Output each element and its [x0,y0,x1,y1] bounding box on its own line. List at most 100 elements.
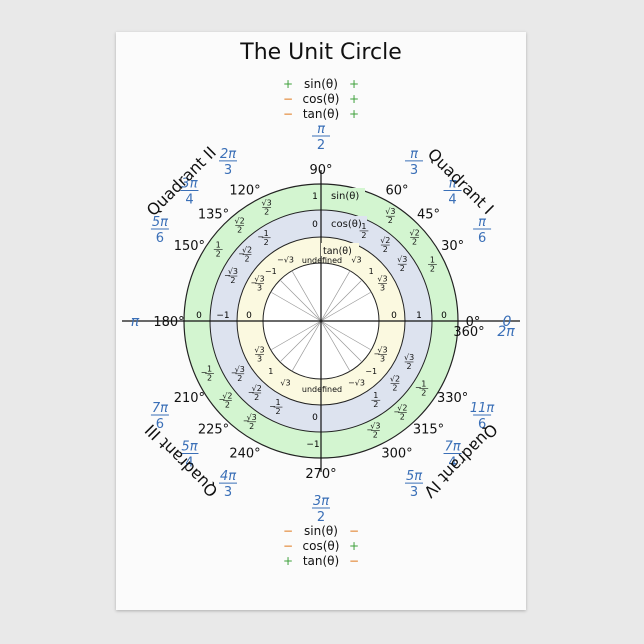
svg-text:√2: √2 [235,216,245,225]
angle-labels: 0°030°π645°π460°π390°π2120°2π3135°3π4150… [131,122,515,525]
degree-label-0: 0° [466,315,481,330]
svg-text:√3: √3 [397,255,407,264]
radian-label-120: 2π3 [219,147,237,178]
svg-text:1: 1 [421,379,426,388]
radian-label-210: 7π6 [150,401,169,432]
spoke-210 [270,320,322,351]
svg-text:1: 1 [216,241,221,250]
spoke-60 [320,270,351,322]
svg-text:√3: √3 [377,346,387,355]
degree-label-90: 90° [309,163,332,178]
undefined-label-bottom: undefined [302,385,342,394]
svg-text:2: 2 [383,245,388,254]
cos-270-value: 0 [312,413,318,423]
radian-label-135: 3π4 [180,176,199,207]
radian-label-300: 5π3 [405,469,423,500]
bottom-sign-right-2: − [349,554,359,568]
svg-text:3: 3 [224,163,232,178]
degree-label-315: 315° [413,422,444,437]
tan-value-330: −√33 [374,346,388,364]
svg-text:1: 1 [430,256,435,265]
sin-value-135: √22 [235,216,245,234]
cos-0-value: 1 [416,311,422,321]
sin-value-120: √32 [262,199,272,217]
degree-label-135: 135° [198,208,229,223]
degree-label-360: 360° [453,325,484,340]
svg-text:2: 2 [392,383,397,392]
cos-value-315: √22 [390,374,400,392]
svg-text:2: 2 [275,407,280,416]
degree-label-270: 270° [305,467,336,482]
svg-text:6: 6 [156,417,164,432]
sin-value-240: −√32 [243,413,257,431]
svg-text:√3: √3 [235,365,245,374]
svg-text:−: − [218,395,225,404]
radian-label-90: π2 [312,122,330,153]
bottom-sign-label-1: cos(θ) [303,539,340,553]
sin-180-value: 0 [196,311,202,321]
svg-text:−: − [231,369,238,378]
degree-label-225: 225° [198,422,229,437]
svg-text:−: − [251,278,258,287]
svg-text:2: 2 [249,422,254,431]
degree-label-180: 180° [153,315,184,330]
svg-text:√3: √3 [254,275,264,284]
cos-180-value: −1 [216,311,229,321]
degree-label-120: 120° [229,183,260,198]
svg-text:3π: 3π [181,176,197,191]
svg-text:π: π [317,122,325,137]
svg-text:1: 1 [207,364,212,373]
tan-value-60: √3 [351,256,361,265]
bottom-sign-right-1: + [349,539,359,553]
svg-text:√2: √2 [397,404,407,413]
sin-270-value: −1 [306,440,319,450]
cos-value-135: −√22 [238,246,252,264]
sin-value-150: 12 [213,241,223,259]
svg-text:2: 2 [225,400,230,409]
tan-ring-label: tan(θ) [323,246,352,257]
cos-value-225: −√22 [248,384,262,402]
radian-label-180: π [131,314,140,330]
spoke-150 [270,291,322,322]
svg-text:√3: √3 [404,353,414,362]
radian-label-270: 3π2 [312,494,330,525]
top-sign-label-2: tan(θ) [303,107,339,121]
radian-label-0: 0 [503,314,512,330]
top-sign-left-1: − [283,92,293,106]
svg-text:2: 2 [237,374,242,383]
spoke-120 [291,270,322,322]
svg-text:2: 2 [230,276,235,285]
cos-value-210: −√32 [231,365,245,383]
svg-text:2: 2 [264,238,269,247]
tan-180-value: 0 [246,311,252,321]
svg-text:4: 4 [448,192,456,207]
svg-text:3: 3 [224,485,232,500]
radian-label-2pi: 2π [497,324,515,340]
undefined-label-top: undefined [302,256,342,265]
svg-text:2: 2 [430,265,435,274]
tan-value-150: −√33 [251,275,265,293]
svg-text:4: 4 [185,456,193,471]
radian-label-225: 5π4 [180,440,199,471]
svg-text:√2: √2 [390,374,400,383]
svg-text:2: 2 [421,388,426,397]
tan-value-240: √3 [280,378,290,387]
cos-value-45: √22 [380,236,390,254]
sin-value-225: −√22 [218,391,232,409]
tan-value-135: −1 [265,267,277,276]
svg-text:4π: 4π [220,469,236,484]
bottom-sign-left-1: − [283,539,293,553]
radian-label-30: π6 [473,215,492,246]
svg-text:π: π [449,176,457,191]
svg-text:6: 6 [478,417,486,432]
svg-text:√3: √3 [262,199,272,208]
sin-0-value: 0 [441,311,447,321]
angle-spokes [270,270,372,372]
degree-label-330: 330° [437,391,468,406]
svg-text:1: 1 [361,222,366,231]
svg-text:−: − [224,271,231,280]
cos-value-60: 12 [359,222,369,240]
sin-value-45: √22 [409,229,419,247]
svg-text:1: 1 [275,398,280,407]
